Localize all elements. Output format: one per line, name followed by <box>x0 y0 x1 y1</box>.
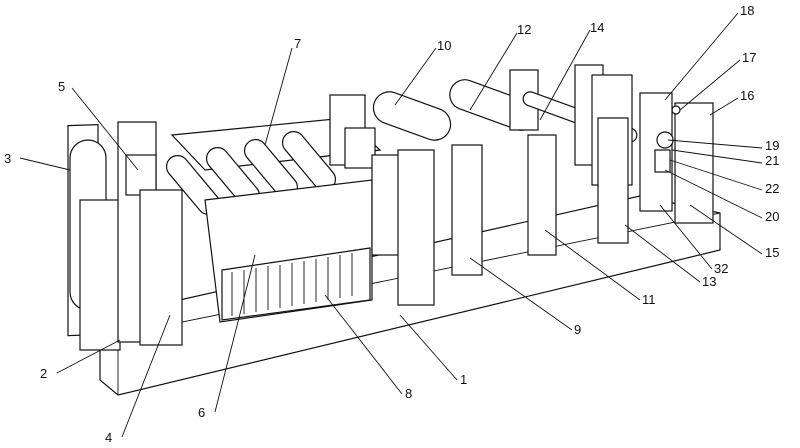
label-13: 13 <box>702 274 716 289</box>
right-roller-assembly <box>449 64 714 256</box>
brush-bristles <box>231 253 353 316</box>
part-labels: 7 10 12 14 18 17 16 19 21 22 20 15 32 13… <box>4 3 779 445</box>
label-21: 21 <box>765 153 779 168</box>
label-2: 2 <box>40 366 47 381</box>
label-7: 7 <box>294 36 301 51</box>
label-9: 9 <box>574 322 581 337</box>
label-16: 16 <box>740 88 754 103</box>
label-4: 4 <box>105 430 112 445</box>
label-17: 17 <box>742 50 756 65</box>
label-14: 14 <box>590 20 604 35</box>
leader-lines <box>19 12 763 438</box>
label-15: 15 <box>765 245 779 260</box>
label-6: 6 <box>198 405 205 420</box>
label-11: 11 <box>642 292 656 307</box>
label-19: 19 <box>765 138 779 153</box>
middle-roller-assembly <box>329 91 483 306</box>
label-22: 22 <box>765 181 779 196</box>
label-20: 20 <box>765 209 779 224</box>
label-12: 12 <box>517 22 531 37</box>
label-1: 1 <box>460 372 467 387</box>
label-8: 8 <box>405 386 412 401</box>
label-18: 18 <box>740 3 754 18</box>
label-3: 3 <box>4 151 11 166</box>
label-5: 5 <box>58 79 65 94</box>
label-32: 32 <box>714 261 728 276</box>
label-10: 10 <box>437 38 451 53</box>
left-roller-assembly <box>67 121 183 351</box>
